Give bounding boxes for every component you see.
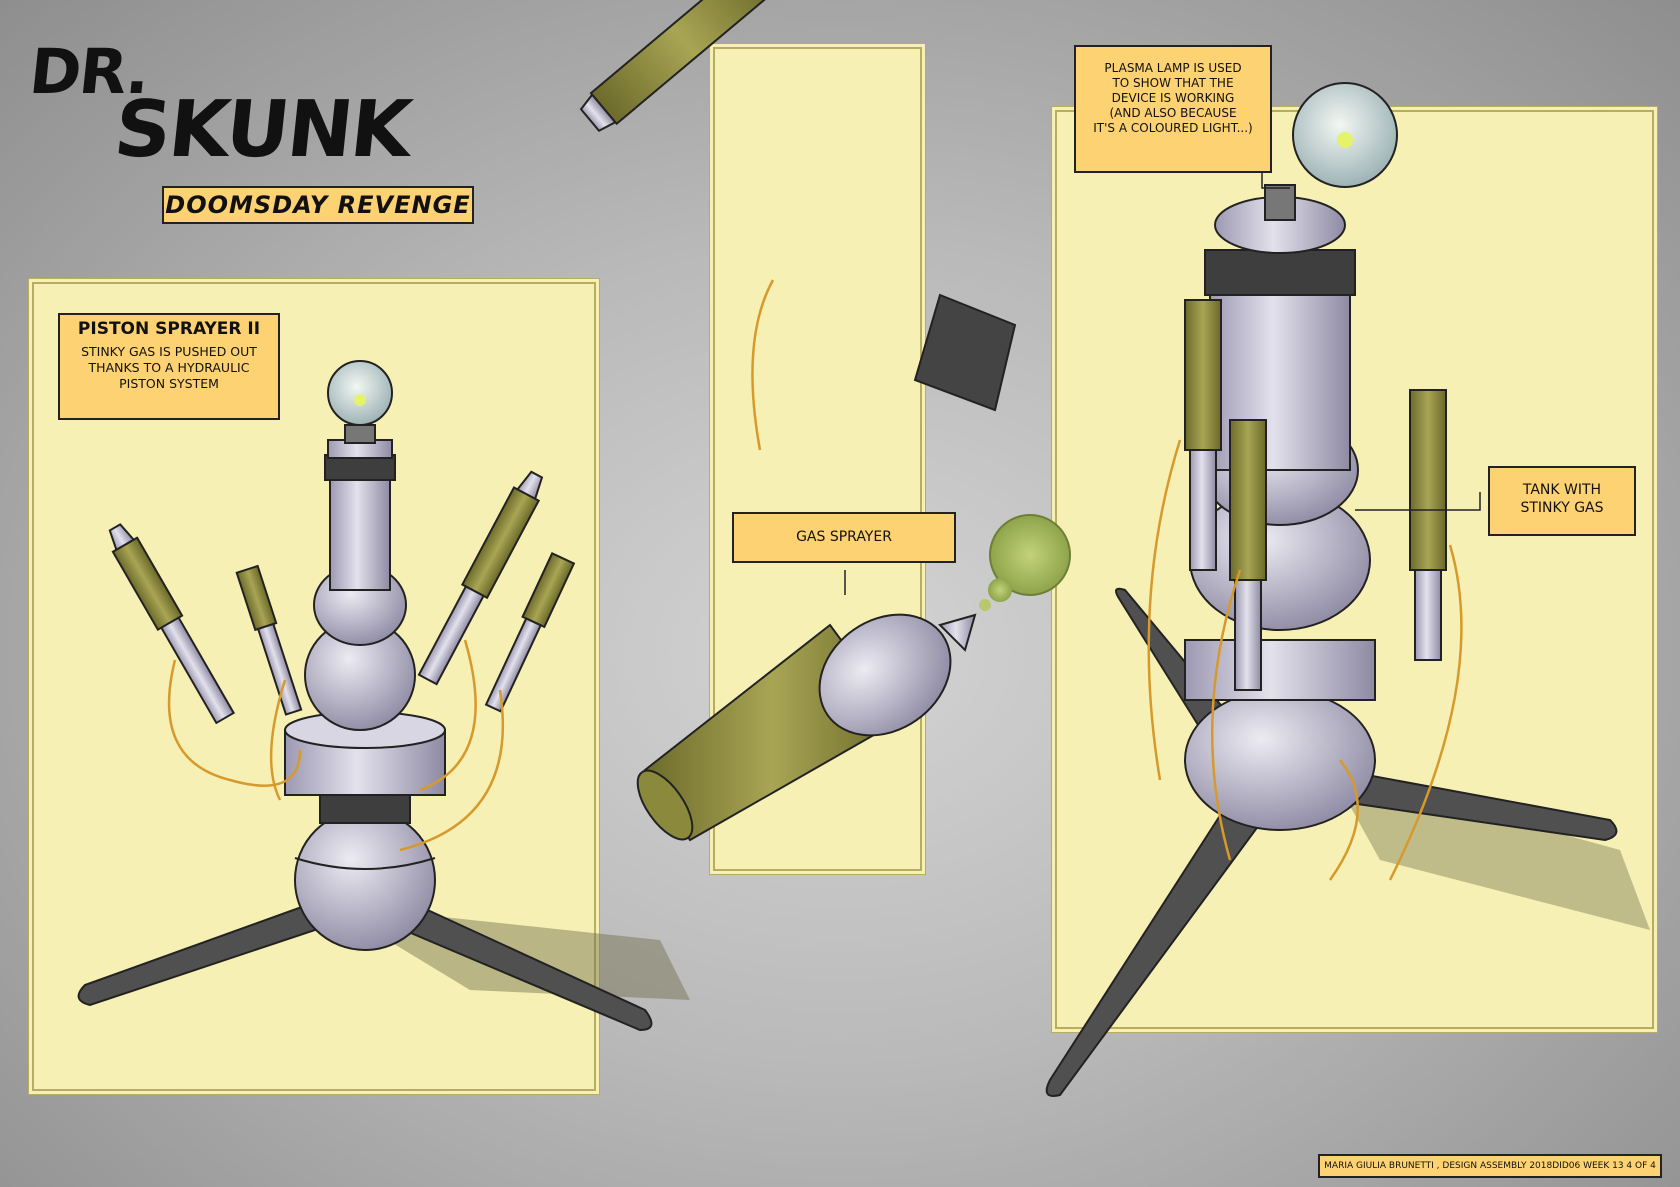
piston-sprayer-right-drawing [1045,82,1650,1097]
piston-sprayer-title: PISTON SPRAYER II [77,319,261,339]
gas-sprayer-label: GAS SPRAYER [796,529,892,545]
gas-sprayer-callout: GAS SPRAYER [732,512,956,563]
plasma-lamp-callout: PLASMA LAMP IS USED TO SHOW THAT THE DEV… [1074,45,1272,173]
tank-line-1: TANK WITH [1522,482,1602,498]
tank-line-2: STINKY GAS [1520,499,1604,516]
plasma-line-3: DEVICE IS WORKING [1111,91,1235,105]
plasma-line-2: TO SHOW THAT THE [1112,76,1234,90]
footer-credit-text: MARIA GIULIA BRUNETTI , DESIGN ASSEMBLY … [1324,1161,1656,1171]
subtitle-banner: DOOMSDAY REVENGE [162,186,474,224]
footer-credit: MARIA GIULIA BRUNETTI , DESIGN ASSEMBLY … [1318,1154,1662,1178]
plasma-line-1: PLASMA LAMP IS USED [1104,61,1242,75]
piston-sprayer-left-drawing [77,360,690,1032]
piston-drawing [579,0,1017,451]
piston-desc-line-3: PISTON SYSTEM [119,375,219,391]
piston-desc-line-1: STINKY GAS IS PUSHED OUT [81,344,257,360]
gas-sprayer-drawing [636,514,1071,842]
logo-skunk: SKUNK [110,85,415,175]
plasma-line-4: (AND ALSO BECAUSE [1109,106,1237,120]
tank-callout: TANK WITH STINKY GAS [1488,466,1636,536]
subtitle-text: DOOMSDAY REVENGE [165,191,471,219]
piston-desc-line-2: THANKS TO A HYDRAULIC [88,359,250,375]
piston-sprayer-callout: PISTON SPRAYER II STINKY GAS IS PUSHED O… [58,313,280,420]
plasma-line-5: IT'S A COLOURED LIGHT...) [1093,121,1253,135]
